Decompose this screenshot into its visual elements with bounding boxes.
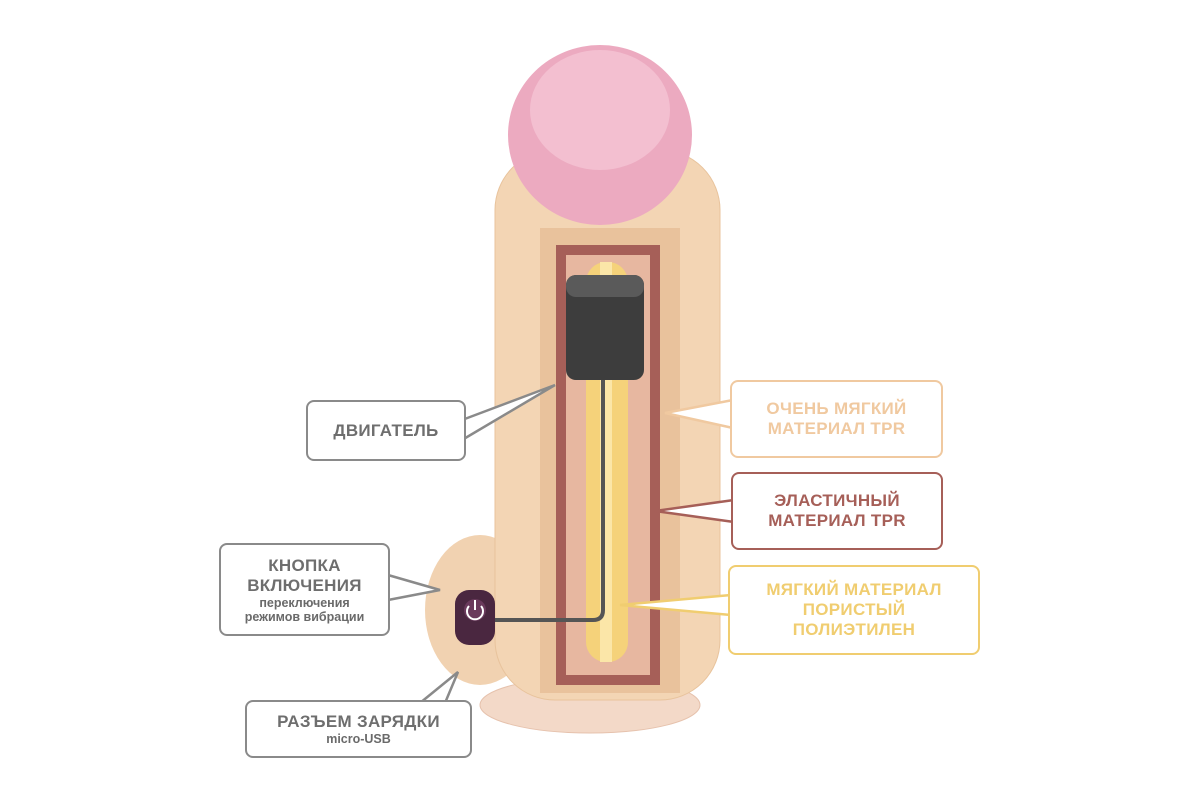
inner-pointer [619, 593, 732, 617]
middle-pointer [654, 498, 735, 524]
charging-pointer [419, 671, 460, 704]
inner-line-2: ПОРИСТЫЙ [802, 600, 906, 619]
power-button-callout: КНОПКА ВКЛЮЧЕНИЯ переключения режимов ви… [219, 543, 390, 636]
outer-pointer [664, 398, 734, 430]
inner-line-3: ПОЛИЭТИЛЕН [792, 620, 916, 639]
elastic-material-callout: ЭЛАСТИЧНЫЙ МАТЕРИАЛ TPR [731, 472, 943, 550]
outer-line-1: ОЧЕНЬ МЯГКИЙ [766, 399, 907, 418]
tip-highlight [530, 50, 670, 170]
charging-sub: micro-USB [326, 732, 391, 746]
button-title-1: КНОПКА [268, 555, 341, 575]
power-icon [466, 605, 484, 621]
wire [490, 380, 605, 622]
charging-title: РАЗЪЕМ ЗАРЯДКИ [277, 712, 440, 731]
button-title-2: ВКЛЮЧЕНИЯ [247, 575, 362, 595]
motor-callout: ДВИГАТЕЛЬ [306, 400, 466, 461]
motor-cap [566, 275, 644, 297]
outer-material-callout: ОЧЕНЬ МЯГКИЙ МАТЕРИАЛ TPR [730, 380, 943, 458]
foam-material-callout: МЯГКИЙ МАТЕРИАЛ ПОРИСТЫЙ ПОЛИЭТИЛЕН [728, 565, 980, 655]
middle-line-1: ЭЛАСТИЧНЫЙ [774, 491, 900, 510]
motor-pointer [461, 383, 556, 442]
button-pointer [387, 573, 441, 602]
charging-callout: РАЗЪЕМ ЗАРЯДКИ micro-USB [245, 700, 472, 758]
middle-line-2: МАТЕРИАЛ TPR [768, 511, 906, 530]
outer-line-2: МАТЕРИАЛ TPR [767, 419, 906, 438]
motor [566, 275, 644, 380]
inner-line-1: МЯГКИЙ МАТЕРИАЛ [766, 580, 942, 599]
motor-label: ДВИГАТЕЛЬ [333, 420, 439, 440]
button-sub-2: режимов вибрации [244, 609, 365, 624]
button-sub-1: переключения [259, 595, 350, 610]
